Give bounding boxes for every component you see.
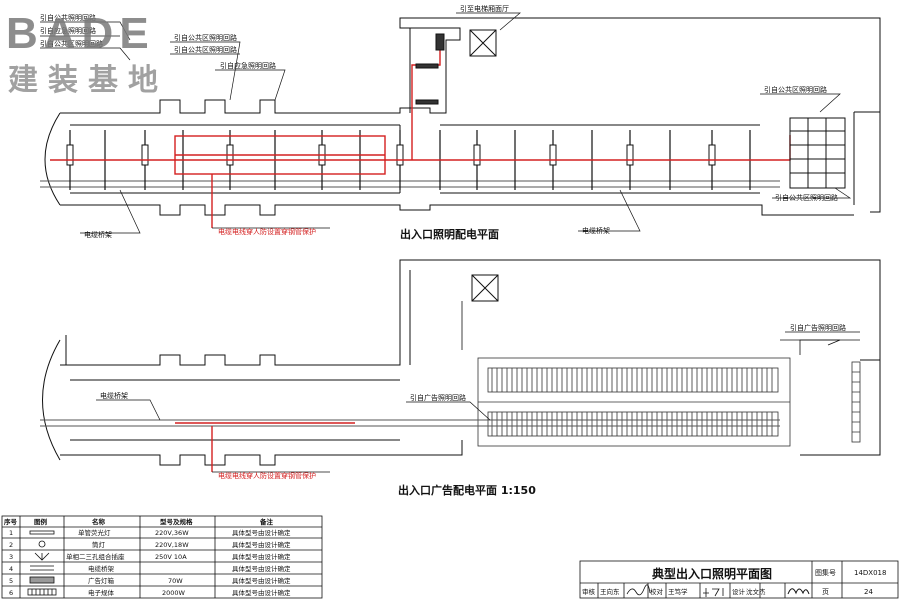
label-conduit-top: 电缆电线穿人防设置穿钢管保护 [218,227,316,236]
bottom-labels: 电缆桥架 引自广告照明回路 引自广告照明回路 电缆电线穿人防设置穿钢管保护 [100,323,846,480]
label-elevator-hall: 引至电梯厢面厅 [460,4,509,13]
legend-row-note: 具体型号由设计确定 [232,576,291,585]
legend-rows: 1 单管荧光灯 220V,36W 具体型号由设计确定 2 筒灯 220V,18W… [9,528,291,597]
legend-row-spec: 250V 10A [155,553,187,561]
top-outline-inner [409,28,855,216]
bottom-outline-upper [60,259,881,366]
legend-row-name: 单相二三孔组合插座 [66,552,125,561]
top-cable-tray [40,180,780,188]
designer-name: 沈文杰 [746,587,766,596]
label-tray-left: 电缆桥架 [84,230,112,239]
legend-header: 序号 图例 名称 型号及规格 备注 [3,517,274,526]
design-label: 设计 [732,587,746,596]
page-label: 页 [822,588,829,596]
legend-row-spec: 220V,36W [155,529,189,537]
legend-row-note: 具体型号由设计确定 [232,588,291,597]
legend-row-spec: 2000W [162,589,186,597]
legend-row-note: 具体型号由设计确定 [232,564,291,573]
bottom-outline-lower [60,440,463,466]
label-emergency-2: 引自应急照明回路 [220,61,276,70]
bottom-arch [42,339,61,461]
label-tray-right: 电缆桥架 [582,226,610,235]
legend-row-no: 6 [9,589,13,597]
legend-row-no: 3 [9,553,13,561]
label-conduit-bottom: 电缆电线穿人防设置穿钢管保护 [218,471,316,480]
legend-row-spec: 70W [168,577,183,585]
page-number: 24 [864,588,873,596]
label-public-2: 引自公共区照明回路 [40,39,103,48]
bottom-elevator-box [471,274,499,302]
ad-panel [477,357,861,447]
top-outline-lower [60,204,854,216]
top-leaders [40,12,852,234]
legend-header-name: 名称 [92,517,106,526]
label-emergency-1: 引自应急照明回路 [40,26,96,35]
top-fixture-heads [66,144,716,166]
label-ad-center: 引自广告照明回路 [410,393,466,402]
bottom-inner [65,270,411,441]
bottom-feeders [461,301,860,355]
top-plan-title: 出入口照明配电平面 [400,227,499,241]
right-panel-grid [789,117,846,189]
top-equipment [415,29,846,189]
legend-row-name: 电子规体 [88,588,115,597]
logo: BADE 建装基地 [6,10,186,105]
logo-subtitle: 建装基地 [8,63,168,98]
top-inner-walls [70,124,760,194]
atlas-number: 14DX018 [854,569,886,577]
label-ad-right: 引自广告照明回路 [790,323,846,332]
drawing-title: 典型出入口照明平面图 [652,566,772,581]
title-block [579,560,899,599]
legend-table [1,515,323,599]
legend-row-spec: 220V,18W [155,541,189,549]
legend-row-no: 2 [9,541,13,549]
designer-signature-icon [787,588,810,595]
legend-row-note: 具体型号由设计确定 [232,552,291,561]
label-public-1: 引自公共照明回路 [40,13,96,22]
checker-signature-icon [703,588,724,597]
checker-name: 王笃学 [668,587,688,596]
legend-row-name: 筒灯 [92,540,106,549]
legend-row-note: 具体型号由设计确定 [232,540,291,549]
label-public-right-low: 引自公共区照明回路 [775,193,838,202]
legend-row-no: 4 [9,565,13,573]
bottom-cable-tray [40,419,780,427]
legend-header-note: 备注 [259,517,274,526]
legend-header-no: 序号 [3,517,18,526]
legend-row-name: 单管荧光灯 [78,528,111,537]
legend-symbols [27,530,57,596]
label-public-right: 引自公共区照明回路 [764,85,827,94]
label-bottom-tray: 电缆桥架 [100,391,128,400]
top-labels: 引自公共照明回路 引自应急照明回路 引自公共区照明回路 引自公共区照明回路 引自… [40,4,838,239]
check-label: 校对 [650,587,664,596]
legend-row-note: 具体型号由设计确定 [232,528,291,537]
top-arch [44,112,61,206]
reviewer-signature-icon [626,584,651,596]
atlas-label: 图集号 [815,568,836,577]
legend-header-symbol: 图例 [34,517,48,526]
label-public-4: 引自公共区照明回路 [174,45,237,54]
reviewer-name: 王向东 [600,587,620,596]
title-block-text: 典型出入口照明平面图 图集号 14DX018 审核 王向东 校对 王笃学 设计 … [582,566,886,597]
review-label: 审核 [582,587,596,596]
elevator-box [469,29,497,57]
logo-wordmark: BADE [6,9,155,58]
bottom-red-circuits [175,422,355,472]
label-public-3: 引自公共区照明回路 [174,33,237,42]
bottom-leaders [96,331,860,473]
legend-header-spec: 型号及规格 [160,517,193,526]
bottom-plan [42,259,881,466]
top-wall-right [870,112,881,213]
bottom-plan-title: 出入口广告配电平面 1:150 [398,483,536,497]
bottom-right-wall [800,360,881,456]
top-plan [44,17,881,216]
legend-row-name: 电缆桥架 [88,564,115,573]
legend-row-no: 5 [9,577,13,585]
legend-row-name: 广告灯箱 [88,576,115,585]
legend-row-no: 1 [9,529,13,537]
